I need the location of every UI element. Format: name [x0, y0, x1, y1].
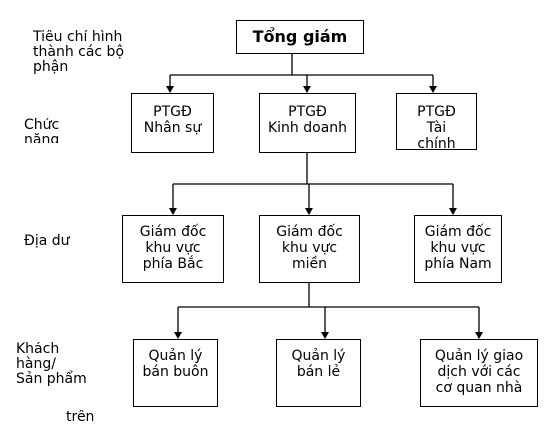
node-line: chính: [417, 136, 456, 150]
node-line: PTGĐ: [417, 104, 456, 120]
criteria-line: Chức: [24, 118, 60, 133]
node-general-director: Tổng giám: [236, 20, 364, 54]
criteria-line: Khách: [16, 342, 60, 357]
node-line: dịch với các: [437, 364, 521, 380]
criteria-bottom-note: trên: [66, 410, 94, 425]
node-line: Nhân sự: [143, 120, 202, 136]
node-line: Kinh doanh: [267, 120, 348, 136]
node-line: PTGĐ: [288, 104, 327, 120]
node-line: PTGĐ: [153, 104, 192, 120]
criteria-line: thành các bộ: [33, 44, 125, 60]
node-deputy-finance: PTGĐ Tài chính: [396, 93, 477, 150]
node-director-central: Giám đốc khu vực miền: [259, 215, 360, 283]
node-manager-government: Quản lý giao dịch với các cơ quan nhà: [420, 339, 538, 407]
node-line: phía Nam: [424, 256, 492, 272]
criteria-line: trên: [66, 410, 95, 425]
node-line: khu vực: [145, 240, 201, 256]
node-director-south: Giám đốc khu vực phía Nam: [414, 215, 502, 283]
node-line: Tài: [426, 120, 447, 136]
criteria-label-function: Chức năng: [24, 118, 59, 143]
node-line: bán buôn: [142, 364, 209, 380]
node-line: khu vực: [430, 240, 486, 256]
node-line: bán lẻ: [296, 364, 341, 380]
criteria-label-customer: Khách hàng/ Sản phẩm: [16, 342, 87, 387]
criteria-line: Địa dư: [24, 234, 70, 249]
criteria-line: hàng/: [16, 356, 56, 372]
node-line: Quản lý giao: [434, 348, 524, 364]
criteria-line: phận: [33, 59, 69, 75]
node-deputy-business: PTGĐ Kinh doanh: [259, 93, 356, 153]
criteria-label-geography: Địa dư: [24, 234, 70, 249]
criteria-label-formation: Tiêu chí hình thành các bộ phận: [33, 30, 124, 75]
criteria-line: năng: [24, 132, 60, 144]
node-line: cơ quan nhà: [435, 380, 523, 396]
criteria-line: Sản phẩm: [16, 371, 87, 387]
node-line: Quản lý: [291, 348, 346, 364]
node-line: Giám đốc: [276, 224, 343, 240]
node-director-north: Giám đốc khu vực phía Bắc: [122, 215, 224, 283]
node-label: Tổng giám: [252, 27, 348, 46]
node-line: phía Bắc: [142, 256, 204, 272]
node-manager-wholesale: Quản lý bán buôn: [133, 339, 218, 407]
node-manager-retail: Quản lý bán lẻ: [276, 339, 361, 407]
node-line: khu vực: [281, 240, 338, 256]
criteria-line: Tiêu chí hình: [33, 30, 123, 45]
node-deputy-hr: PTGĐ Nhân sự: [131, 93, 214, 153]
node-line: Giám đốc: [139, 224, 207, 240]
node-line: Giám đốc: [424, 224, 492, 240]
node-line: miền: [291, 256, 327, 272]
node-line: Quản lý: [148, 348, 203, 364]
